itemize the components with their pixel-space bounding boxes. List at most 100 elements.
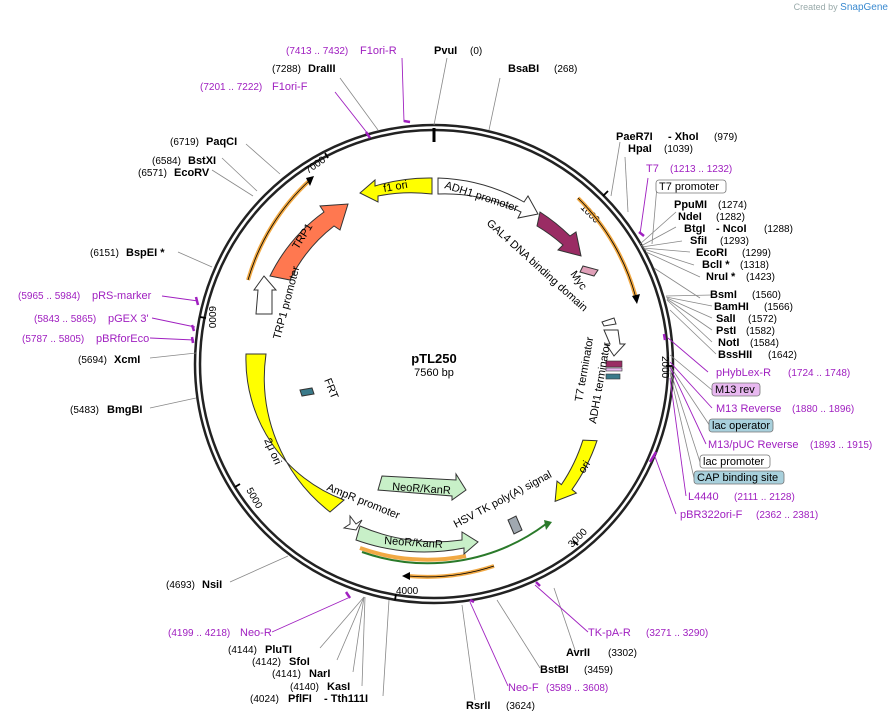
neo-orf-line xyxy=(361,523,547,565)
label-hsv-tk-polya: HSV TK poly(A) signal xyxy=(452,469,554,531)
box-lac-promoter: lac promoter xyxy=(703,456,764,468)
enzyme-hpai-pos: (1039) xyxy=(664,144,693,155)
enzyme-bsshii: BssHII xyxy=(718,349,752,361)
enzyme-pluti-pos: (4144) xyxy=(228,645,257,656)
primer-pgex3-pos: (5843 .. 5865) xyxy=(34,314,96,325)
enzyme-bsabi: BsaBI xyxy=(508,63,539,75)
primer-t7: T7 xyxy=(646,163,659,175)
box-leaders xyxy=(651,185,713,479)
primer-pbr322ori-f: pBR322ori-F xyxy=(680,509,743,521)
mark-lac-operator xyxy=(605,373,621,380)
enzyme-sfoi-pos: (4142) xyxy=(252,657,281,668)
primer-prs-marker: pRS-marker xyxy=(92,290,152,302)
enzyme-pflfi-pos: (4024) xyxy=(250,694,279,705)
enzyme-bsmi-pos: (1560) xyxy=(752,290,781,301)
enzyme-pflfi: PflFI xyxy=(288,693,312,705)
primer-f1ori-r-pos: (7413 .. 7432) xyxy=(286,46,348,57)
feature-adh1-terminator xyxy=(603,329,627,357)
credit-prefix: Created by xyxy=(793,2,838,12)
enzyme-nari: NarI xyxy=(309,668,330,680)
boxed-feature-labels: T7 promoter M13 rev lac operator lac pro… xyxy=(655,179,785,485)
enzyme-pluti: PluTI xyxy=(265,644,292,656)
credit-brand: SnapGene xyxy=(840,2,888,13)
label-neor-kanr-outer: NeoR/KanR xyxy=(384,535,443,551)
enzyme-noti: NotI xyxy=(718,337,739,349)
enzyme-bmgbi: BmgBI xyxy=(107,404,142,416)
primer-l4440-pos: (2111 .. 2128) xyxy=(734,492,795,503)
orf-arrowhead-1 xyxy=(632,294,640,304)
enzyme-bspei-pos: (6151) xyxy=(90,248,119,259)
primer-f1ori-f: F1ori-F xyxy=(272,81,308,93)
feature-ampr-promoter xyxy=(342,514,363,531)
enzyme-psti-pos: (1582) xyxy=(746,326,775,337)
feature-myc xyxy=(579,265,599,277)
primer-l4440: L4440 xyxy=(688,491,719,503)
feature-neor-kanr-outer xyxy=(355,525,479,556)
primer-m13-puc-reverse-pos: (1893 .. 1915) xyxy=(810,440,872,451)
feature-t7-terminator xyxy=(601,317,617,327)
mark-phyblex xyxy=(605,360,623,368)
enzyme-sfoi: SfoI xyxy=(289,656,310,668)
primer-pbrforeco-pos: (5787 .. 5805) xyxy=(22,334,84,345)
enzyme-ecori-pos: (1299) xyxy=(742,248,771,259)
enzyme-xcmi: XcmI xyxy=(114,354,140,366)
neo-orf-arrowhead xyxy=(544,520,552,530)
enzyme-xhoi-pos: (979) xyxy=(714,132,737,143)
enzyme-rsrii-pos: (3624) xyxy=(506,701,535,712)
enzyme-tth111i: - Tth111I xyxy=(324,693,368,705)
primer-pbrforeco: pBRforEco xyxy=(96,333,149,345)
primer-leaders xyxy=(149,57,713,687)
enzyme-ppumi: PpuMI xyxy=(674,199,707,211)
enzyme-bamhi-pos: (1566) xyxy=(764,302,793,313)
feature-frt xyxy=(299,387,315,397)
small-feature-marks xyxy=(605,360,623,380)
feature-trp1-promoter xyxy=(253,275,278,315)
enzyme-bcli: BclI * xyxy=(702,259,730,271)
enzyme-bsshii-pos: (1642) xyxy=(768,350,797,361)
enzyme-avrii-pos: (3302) xyxy=(608,648,637,659)
primer-neo-r: Neo-R xyxy=(240,627,272,639)
enzyme-paer7i: PaeR7I xyxy=(616,131,653,143)
box-lac-operator: lac operator xyxy=(712,420,770,432)
enzyme-sali: SalI xyxy=(716,313,736,325)
enzyme-nrui-pos: (1423) xyxy=(746,272,775,283)
enzyme-psti: PstI xyxy=(716,325,736,337)
plasmid-name: pTL250 xyxy=(411,351,457,366)
orf-arrowhead-3 xyxy=(306,176,314,186)
feature-gal4-dbd xyxy=(536,211,582,257)
enzyme-labels: PvuI (0) BsaBI (268) PaeR7I - XhoI (979)… xyxy=(70,45,797,712)
orf-arc-centers xyxy=(247,179,637,578)
tick-label-4000: 4000 xyxy=(396,586,419,597)
feature-shapes xyxy=(245,177,627,556)
box-m13-rev: M13 rev xyxy=(715,384,755,396)
enzyme-bstbi: BstBI xyxy=(540,664,569,676)
primer-neo-f-pos: (3589 .. 3608) xyxy=(546,683,608,694)
enzyme-sfii-pos: (1293) xyxy=(720,236,749,247)
enzyme-nrui: NruI * xyxy=(706,271,736,283)
feature-adh1-promoter xyxy=(437,177,539,219)
primer-f1ori-r: F1ori-R xyxy=(360,45,397,57)
primer-t7-pos: (1213 .. 1232) xyxy=(670,164,732,175)
enzyme-noti-pos: (1584) xyxy=(750,338,779,349)
label-ori: ori xyxy=(576,459,593,476)
feature-hsv-tk-polya xyxy=(507,515,523,535)
enzyme-paqci: PaqCI xyxy=(206,136,237,148)
feature-2mu-ori xyxy=(245,353,345,513)
enzyme-bstxi-pos: (6584) xyxy=(152,156,181,167)
feature-neor-kanr-inner xyxy=(377,472,467,501)
primer-neo-r-pos: (4199 .. 4218) xyxy=(168,628,230,639)
primer-pbr322ori-f-pos: (2362 .. 2381) xyxy=(756,510,818,521)
enzyme-paqci-pos: (6719) xyxy=(170,137,199,148)
primer-phyblex-r: pHybLex-R xyxy=(716,367,771,379)
enzyme-rsrii: RsrII xyxy=(466,700,490,712)
primer-f1ori-f-pos: (7201 .. 7222) xyxy=(200,82,262,93)
mark-m13-rev xyxy=(605,367,623,372)
enzyme-pvui: PvuI xyxy=(434,45,457,57)
feature-ori xyxy=(554,439,598,503)
tick-label-2000: 2000 xyxy=(659,356,670,379)
tick-label-6000: 6000 xyxy=(206,306,217,329)
tick-label-5000: 5000 xyxy=(243,486,264,511)
enzyme-ppumi-pos: (1274) xyxy=(718,200,747,211)
enzyme-avrii: AvrII xyxy=(566,647,590,659)
